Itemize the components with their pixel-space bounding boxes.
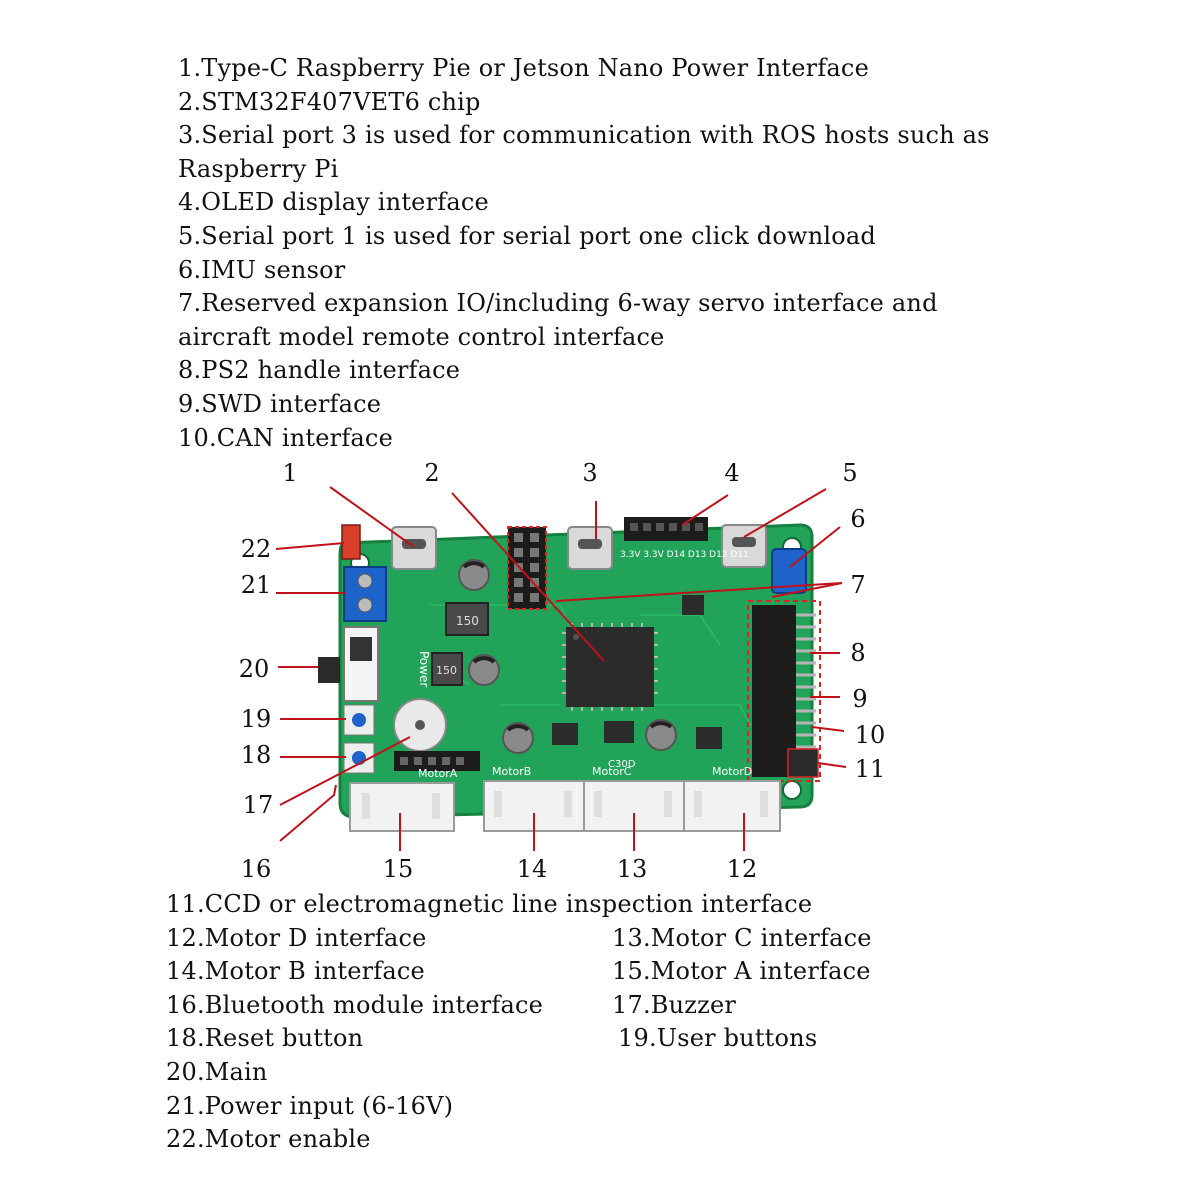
motor-enable-switch xyxy=(341,524,361,560)
usb-c-port-3 xyxy=(567,526,613,570)
legend-item-6: 6.IMU sensor xyxy=(178,255,346,284)
legend-item-3: 3.Serial port 3 is used for communicatio… xyxy=(178,121,990,183)
legend-item-22: 22.Motor enable xyxy=(166,1125,371,1154)
callout-8: 8 xyxy=(850,639,866,667)
board-illustration: 3.3V 3.3V D14 D13 D12 D11 xyxy=(275,486,847,851)
legend-item-21: 21.Power input (6-16V) xyxy=(166,1091,454,1120)
driver-ic-2 xyxy=(604,721,634,743)
inductor-2: 150 xyxy=(431,652,463,686)
stm32-chip xyxy=(562,623,658,711)
cap-code-label: C30D xyxy=(608,759,636,770)
legend-item-1: 1.Type-C Raspberry Pie or Jetson Nano Po… xyxy=(178,54,869,82)
legend-item-8: 8.PS2 handle interface xyxy=(178,356,461,385)
callout-18: 18 xyxy=(240,741,272,769)
callout-19: 19 xyxy=(240,705,272,733)
driver-ic-1 xyxy=(552,723,578,745)
callout-16: 16 xyxy=(240,855,272,883)
legend-item-20: 20.Main xyxy=(166,1057,268,1086)
driver-ic-3 xyxy=(696,727,722,749)
motor-c-label: MotorC xyxy=(592,765,632,778)
swd-header xyxy=(507,526,547,610)
capacitor-4 xyxy=(645,719,677,751)
legend-item-19: 19.User buttons xyxy=(618,1024,818,1053)
legend-item-4: 4.OLED display interface xyxy=(178,188,489,217)
legend-item-5: 5.Serial port 1 is used for serial port … xyxy=(178,221,876,250)
legend-item-9: 9.SWD interface xyxy=(178,389,382,418)
ccd-header xyxy=(787,748,819,778)
legend-item-18: 18.Reset button xyxy=(166,1024,364,1053)
usb-c-port-1 xyxy=(391,526,437,570)
capacitor-1 xyxy=(458,559,490,591)
capacitor-2 xyxy=(468,654,500,686)
legend-item-13: 13.Motor C interface xyxy=(612,923,872,952)
legend-row: 20.Main xyxy=(166,1056,1066,1090)
callout-9: 9 xyxy=(852,685,868,713)
legend-item-15: 15.Motor A interface xyxy=(612,957,871,986)
legend-item-17: 17.Buzzer xyxy=(612,990,737,1019)
oled-header xyxy=(624,517,708,541)
legend-item-2: 2.STM32F407VET6 chip xyxy=(178,87,481,116)
legend-item-7: 7.Reserved expansion IO/including 6-way … xyxy=(178,289,938,351)
inductor-1-label: 150 xyxy=(456,614,479,628)
legend-row: 22.Motor enable xyxy=(166,1123,1066,1157)
legend-item-16: 16.Bluetooth module interface xyxy=(166,990,544,1019)
legend-row: 21.Power input (6-16V) xyxy=(166,1090,1066,1124)
motor-d-label: MotorD xyxy=(712,765,752,778)
callout-11: 11 xyxy=(854,755,886,783)
callout-17: 17 xyxy=(242,791,274,819)
legend-row: 18.Reset button 19.User buttons xyxy=(166,1022,1066,1056)
motor-a-label: MotorA xyxy=(418,767,458,780)
callout-6: 6 xyxy=(850,505,866,533)
legend-item-11: 11.CCD or electromagnetic line inspectio… xyxy=(166,890,813,918)
legend-bottom: 11.CCD or electromagnetic line inspectio… xyxy=(166,888,1066,1157)
callout-5: 5 xyxy=(842,459,858,487)
callout-20: 20 xyxy=(238,655,270,683)
callout-21: 21 xyxy=(240,571,272,599)
pin-header-label: 3.3V 3.3V D14 D13 D12 D11 xyxy=(620,550,749,560)
legend-row: 11.CCD or electromagnetic line inspectio… xyxy=(166,888,1066,922)
leader-lines xyxy=(275,486,847,851)
legend-item-12: 12.Motor D interface xyxy=(166,923,427,952)
motor-b-label: MotorB xyxy=(492,765,531,778)
callout-10: 10 xyxy=(854,721,886,749)
inductor-2-label: 150 xyxy=(436,664,457,677)
callout-3: 3 xyxy=(582,459,598,487)
user-button xyxy=(343,704,375,736)
legend-item-10: 10.CAN interface xyxy=(178,423,393,452)
callout-14: 14 xyxy=(516,855,548,883)
callout-7: 7 xyxy=(850,571,866,599)
callout-12: 12 xyxy=(726,855,758,883)
power-terminal xyxy=(343,566,387,622)
motor-a-connector xyxy=(349,782,455,832)
callout-2: 2 xyxy=(424,459,440,487)
legend-row: 12.Motor D interface 13.Motor C interfac… xyxy=(166,922,1066,956)
motor-b-connector xyxy=(483,780,585,832)
inductor-1: 150 xyxy=(445,602,489,636)
callout-4: 4 xyxy=(724,459,740,487)
callout-22: 22 xyxy=(240,535,272,563)
power-switch xyxy=(318,626,379,702)
legend-row: 16.Bluetooth module interface 17.Buzzer xyxy=(166,989,1066,1023)
capacitor-3 xyxy=(502,722,534,754)
callout-15: 15 xyxy=(382,855,414,883)
buzzer xyxy=(393,698,447,752)
imu-chip xyxy=(682,595,704,615)
power-label: Power xyxy=(417,651,431,687)
board-diagram: 3.3V 3.3V D14 D13 D12 D11 xyxy=(0,455,1200,885)
motor-d-connector xyxy=(683,780,781,832)
usb-c-port-5 xyxy=(721,524,767,568)
bluetooth-header xyxy=(394,751,480,771)
callout-1: 1 xyxy=(282,459,298,487)
callout-13: 13 xyxy=(616,855,648,883)
legend-top: 1.Type-C Raspberry Pie or Jetson Nano Po… xyxy=(178,52,1038,455)
legend-item-14: 14.Motor B interface xyxy=(166,957,425,986)
legend-row: 14.Motor B interface 15.Motor A interfac… xyxy=(166,955,1066,989)
